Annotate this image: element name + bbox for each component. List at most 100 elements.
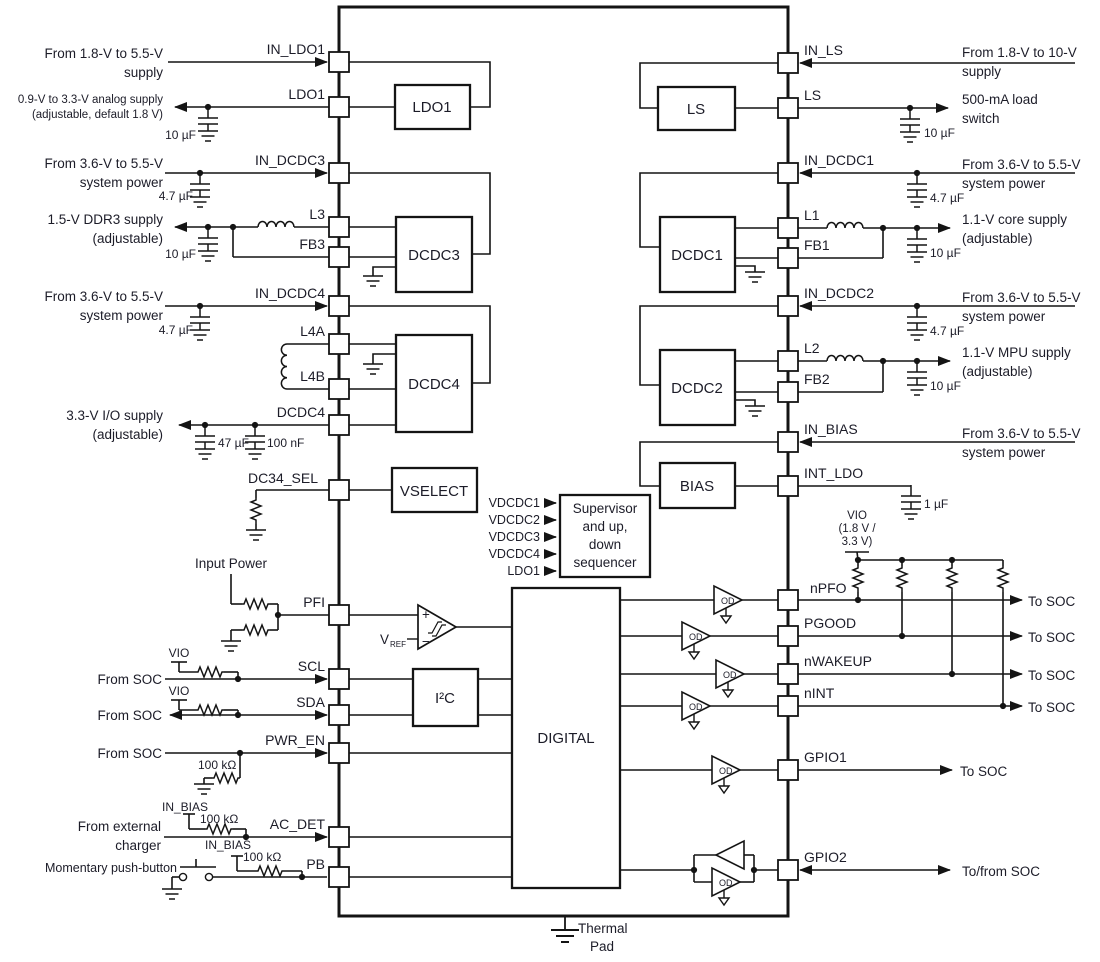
pin-label-l2: L2 xyxy=(804,340,820,356)
pin-label-dcdc4: DCDC4 xyxy=(277,404,325,420)
ann-pb-inbias: IN_BIAS xyxy=(205,838,251,852)
pin-label-l3: L3 xyxy=(309,206,325,222)
ann-pwren-from-soc: From SOC xyxy=(97,746,162,761)
digital-block-label: DIGITAL xyxy=(537,730,594,747)
ann-scl-vio: VIO xyxy=(169,646,190,660)
ann-l2-out-1: 1.1-V MPU supply xyxy=(962,345,1071,360)
pin-label-nwakeup: nWAKEUP xyxy=(804,653,872,669)
push-button-icon[interactable] xyxy=(178,872,214,882)
pin-label-int-ldo: INT_LDO xyxy=(804,465,863,481)
ann-dcdc4-out-1: 3.3-V I/O supply xyxy=(66,408,163,423)
ann-vio-rail-1: VIO xyxy=(847,510,867,522)
l2-cap-icon xyxy=(907,361,927,395)
l2-inductor-icon xyxy=(826,354,864,362)
pin-gpio2 xyxy=(777,859,799,881)
seq-input-vdcdc3: VDCDC3 xyxy=(489,530,540,544)
pin-pfi xyxy=(328,604,350,626)
pin-label-l4b: L4B xyxy=(300,368,325,384)
ann-in-ldo1-1: From 1.8-V to 5.5-V xyxy=(44,46,163,61)
pin-label-l4a: L4A xyxy=(300,323,326,339)
nint-pullup-resistor-icon xyxy=(997,565,1009,593)
npfo-pullup-resistor-icon xyxy=(852,565,864,593)
ann-pgood-to-soc: To SOC xyxy=(1028,630,1076,645)
pin-label-gpio1: GPIO1 xyxy=(804,749,847,765)
pfi-ground-icon xyxy=(220,640,242,652)
pb-pullup-resistor-icon xyxy=(255,865,285,877)
nint-od-label: OD xyxy=(689,702,703,712)
pwren-ground-icon xyxy=(193,783,215,795)
ann-in-ls-2: supply xyxy=(962,64,1001,79)
hysteresis-icon xyxy=(428,621,446,637)
ann-acdet-src-1: From external xyxy=(78,819,161,834)
pgood-od-label: OD xyxy=(689,632,703,642)
pin-label-dc34-sel: DC34_SEL xyxy=(248,470,318,486)
pin-in-dcdc1 xyxy=(777,162,799,184)
cap-label-indcdc1: 4.7 µF xyxy=(930,191,964,205)
dcdc2-block xyxy=(658,348,737,427)
dcdc4-block-label: DCDC4 xyxy=(408,376,460,393)
l3-inductor-icon xyxy=(257,220,295,228)
pin-label-sda: SDA xyxy=(296,694,325,710)
bias-block-label: BIAS xyxy=(680,478,714,495)
thermal-pad: Thermal Pad xyxy=(550,916,628,954)
ann-in-dcdc4-1: From 3.6-V to 5.5-V xyxy=(44,289,163,304)
ann-ldo1-out-2: (adjustable, default 1.8 V) xyxy=(32,109,163,121)
sequencer-block xyxy=(558,493,652,579)
i2c-block xyxy=(411,667,480,728)
dcdc3-ground-icon xyxy=(362,275,384,287)
chip-outline xyxy=(337,5,790,918)
ann-npfo-to-soc: To SOC xyxy=(1028,594,1076,609)
ann-ls-out-1: 500-mA load xyxy=(962,92,1038,107)
l1-inductor-icon xyxy=(826,221,864,229)
seq-input-vdcdc1: VDCDC1 xyxy=(489,496,540,510)
pin-in-ldo1 xyxy=(328,51,350,73)
dcdc4-cap47-icon xyxy=(195,425,215,459)
ls-cap-icon xyxy=(900,108,920,142)
ann-sda-from-soc: From SOC xyxy=(97,708,162,723)
pin-nwakeup xyxy=(777,663,799,685)
right-annotations: From 1.8-V to 10-V supply 500-mA load sw… xyxy=(838,45,1080,879)
ann-in-dcdc1-2: system power xyxy=(962,176,1046,191)
vselect-block-label: VSELECT xyxy=(400,483,468,500)
pin-label-fb1: FB1 xyxy=(804,237,830,253)
pin-label-in-ldo1: IN_LDO1 xyxy=(267,41,326,57)
cap-label-indcdc4: 4.7 µF xyxy=(159,323,193,337)
pin-in-ls xyxy=(777,52,799,74)
nwakeup-pullup-resistor-icon xyxy=(946,565,958,593)
pin-label-fb2: FB2 xyxy=(804,371,830,387)
dcdc4-ground-icon xyxy=(362,363,384,375)
ann-dcdc4-out-2: (adjustable) xyxy=(92,427,163,442)
ann-in-dcdc2-1: From 3.6-V to 5.5-V xyxy=(962,290,1081,305)
dcdc2-ground-icon xyxy=(744,405,766,417)
ann-vio-rail-2: (1.8 V / xyxy=(838,523,876,535)
cap-label-indcdc3: 4.7 µF xyxy=(159,189,193,203)
ann-l3-out-1: 1.5-V DDR3 supply xyxy=(47,212,163,227)
ann-acdet-inbias: IN_BIAS xyxy=(162,800,208,814)
ann-l1-out-2: (adjustable) xyxy=(962,231,1033,246)
pin-ls xyxy=(777,97,799,119)
pin-label-l1: L1 xyxy=(804,207,820,223)
ann-in-dcdc3-2: system power xyxy=(80,175,164,190)
nwakeup-od-label: OD xyxy=(723,670,737,680)
seq-input-vdcdc2: VDCDC2 xyxy=(489,513,540,527)
dcdc2-block-label: DCDC2 xyxy=(671,380,723,397)
ann-pwren-res: 100 kΩ xyxy=(198,758,236,772)
pin-dc34-sel xyxy=(328,479,350,501)
sequencer-inputs xyxy=(544,498,557,576)
ann-input-power: Input Power xyxy=(195,556,268,571)
junction-dots xyxy=(196,103,1007,881)
pin-label-scl: SCL xyxy=(298,658,325,674)
cap-label-100nf: 100 nF xyxy=(267,436,304,450)
i2c-block-label: I²C xyxy=(435,690,455,707)
ann-in-dcdc3-1: From 3.6-V to 5.5-V xyxy=(44,156,163,171)
pin-label-fb3: FB3 xyxy=(299,236,325,252)
sequencer-line2: and up, xyxy=(582,519,627,534)
pin-fb1 xyxy=(777,247,799,269)
pin-in-dcdc3 xyxy=(328,162,350,184)
thermal-label-1: Thermal xyxy=(578,921,628,936)
pin-fb2 xyxy=(777,381,799,403)
ann-scl-from-soc: From SOC xyxy=(97,672,162,687)
pfi-lower-resistor-icon xyxy=(241,624,271,636)
